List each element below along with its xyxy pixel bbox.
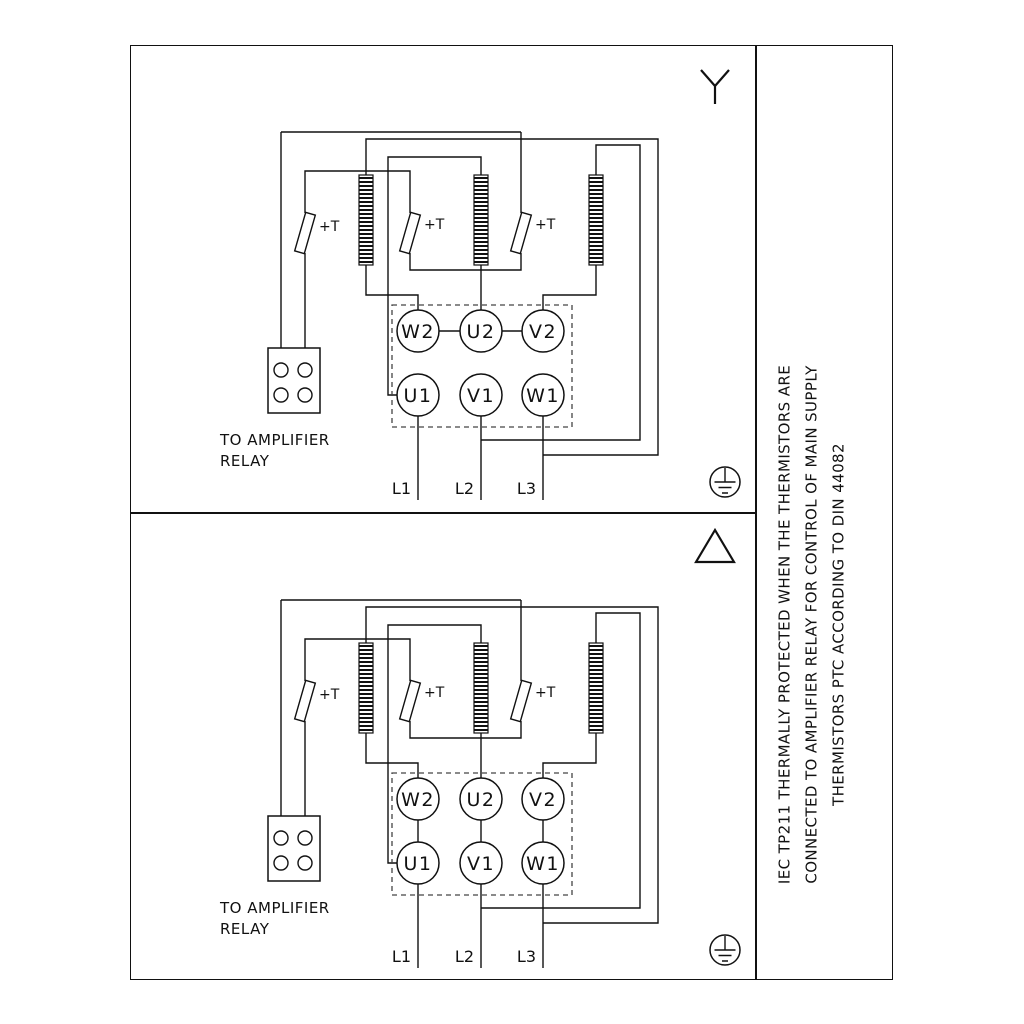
earth-ground-icon [709,934,741,966]
thermistor-icon [398,679,422,723]
terminal-board: W2 U2 V2 U1 V1 W1 [391,304,573,428]
motor-winding-icon [473,174,489,266]
supply-labels: L1 L2 L3 [392,947,536,966]
supply-l1: L1 [392,947,411,966]
motor-winding-icon [358,642,374,734]
thermistor-icon [509,679,533,723]
terminal-w2 [396,777,440,821]
terminal-label-v1: V1 [467,853,495,875]
terminal-label-w1: W1 [526,853,560,875]
wiring [280,599,659,968]
supply-l3: L3 [517,947,536,966]
terminal-w2 [396,309,440,353]
frame-vertical-divider [755,45,757,980]
terminal-u2 [459,777,503,821]
delta-symbol [694,527,736,564]
side-note: IEC TP211 THERMALLY PROTECTED WHEN THE T… [772,145,853,1024]
terminal-w1 [521,373,565,417]
star-connection-diagram: +T +T +T W2 U2 V2 U1 V1 W1 TO [219,69,741,500]
motor-windings [358,642,604,734]
supply-l3: L3 [517,479,536,498]
side-note-line: THERMISTORS PTC ACCORDING TO DIN 44082 [829,443,848,806]
earth-ground-icon [709,466,741,498]
terminal-label-w2: W2 [401,321,435,343]
wiring [280,131,659,500]
relay-terminal [273,362,289,378]
side-note-line: IEC TP211 THERMALLY PROTECTED WHEN THE T… [775,364,794,885]
motor-winding-icon [358,174,374,266]
terminal-board-outline [391,304,573,428]
terminal-board: W2 U2 V2 U1 V1 W1 [391,772,573,896]
terminal-label-v1: V1 [467,385,495,407]
terminal-v2 [521,777,565,821]
frame-horizontal-divider [130,512,755,514]
relay-box [267,815,321,882]
terminal-u1 [396,373,440,417]
terminal-label-u2: U2 [467,321,496,343]
delta-connection-diagram: +T +T +T W2 U2 V2 U1 V1 W1 TO [219,527,741,968]
thermistor-label: +T [424,685,445,701]
star-symbol [700,69,730,104]
motor-windings [358,174,604,266]
relay-note-line2: RELAY [220,452,270,470]
terminal-label-v2: V2 [529,321,557,343]
relay-terminal [273,830,289,846]
terminal-label-w2: W2 [401,789,435,811]
thermistor-icon [509,211,533,255]
terminal-label-u1: U1 [404,853,433,875]
relay-terminal [297,362,313,378]
thermistor-label: +T [535,217,556,233]
relay-terminal [273,855,289,871]
thermistor-label: +T [535,685,556,701]
supply-l2: L2 [455,479,474,498]
terminal-v2 [521,309,565,353]
thermistor-icon [293,211,317,255]
relay-note-line2: RELAY [220,920,270,938]
terminal-label-w1: W1 [526,385,560,407]
thermistors: +T +T +T [293,679,556,723]
terminal-v1 [459,373,503,417]
thermistor-label: +T [319,687,340,703]
relay-terminal [297,855,313,871]
supply-labels: L1 L2 L3 [392,479,536,498]
terminal-label-u1: U1 [404,385,433,407]
relay-terminal [297,387,313,403]
relay-terminal [297,830,313,846]
thermistor-label: +T [424,217,445,233]
motor-winding-icon [588,642,604,734]
terminal-v1 [459,841,503,885]
motor-winding-icon [473,642,489,734]
terminal-label-u2: U2 [467,789,496,811]
amplifier-relay-connector: TO AMPLIFIER RELAY [219,815,330,938]
relay-box [267,347,321,414]
thermistors: +T +T +T [293,211,556,255]
supply-l2: L2 [455,947,474,966]
relay-note-line1: TO AMPLIFIER [219,899,330,917]
terminal-u2 [459,309,503,353]
amplifier-relay-connector: TO AMPLIFIER RELAY [219,347,330,470]
terminal-label-v2: V2 [529,789,557,811]
thermistor-icon [293,679,317,723]
supply-l1: L1 [392,479,411,498]
motor-winding-icon [588,174,604,266]
relay-note-line1: TO AMPLIFIER [219,431,330,449]
terminal-u1 [396,841,440,885]
terminal-board-outline [391,772,573,896]
thermistor-label: +T [319,219,340,235]
side-note-line: CONNECTED TO AMPLIFIER RELAY FOR CONTROL… [802,365,821,884]
thermistor-icon [398,211,422,255]
terminal-w1 [521,841,565,885]
relay-terminal [273,387,289,403]
